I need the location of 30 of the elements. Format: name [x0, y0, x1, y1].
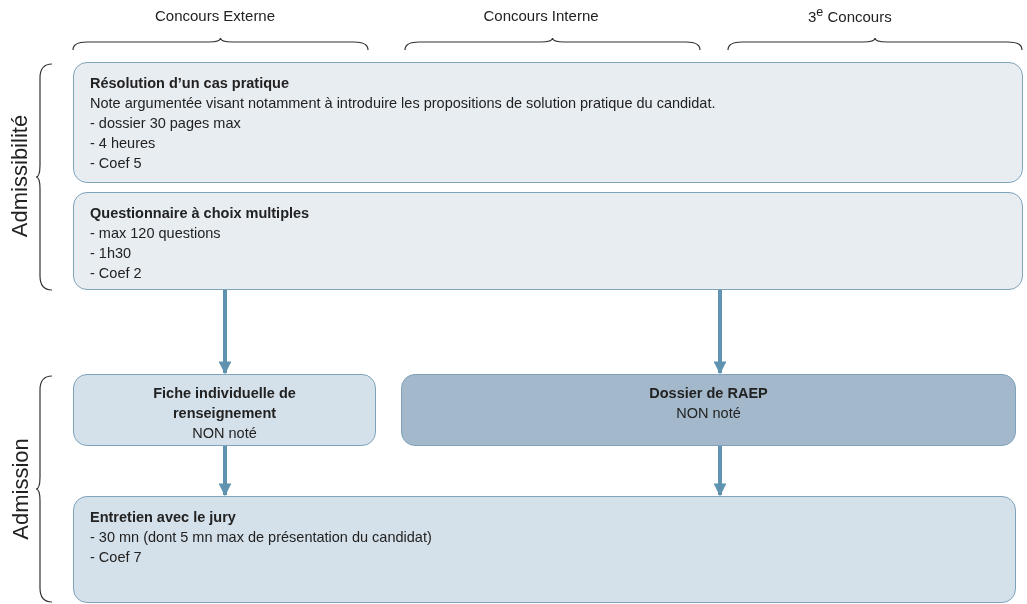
row-label: Admission: [7, 438, 34, 540]
box-text: - max 120 questions: [90, 224, 222, 243]
stage-box: [73, 62, 1023, 183]
box-heading: Dossier de RAEP: [649, 384, 768, 403]
row-label: Admissibilité: [7, 114, 34, 238]
column-header: Concours Interne: [483, 6, 599, 24]
box-heading: Fiche individuelle de renseignement: [152, 384, 297, 423]
stage-box: [73, 496, 1016, 603]
box-text: - 30 mn (dont 5 mn max de présentation du candidat): [90, 528, 433, 547]
arrow: [713, 290, 727, 375]
stage-box: [401, 374, 1016, 446]
arrow: [218, 446, 232, 497]
column-header: 3$^{e}$ Concours: [808, 5, 892, 25]
column-header: Concours Externe: [155, 6, 276, 24]
arrow: [218, 290, 232, 375]
box-text: - Coef 2: [90, 264, 143, 283]
box-text: - Coef 5: [90, 154, 143, 173]
box-text: NON noté: [192, 424, 257, 443]
box-text: - 1h30: [90, 244, 133, 263]
box-text: Note argumentée visant notamment à introduire les propositions de solution pratique du candidat.: [90, 94, 717, 113]
arrow: [713, 446, 727, 497]
box-heading: Entretien avec le jury: [90, 508, 237, 527]
box-text: - Coef 7: [90, 548, 143, 567]
box-text: NON noté: [676, 404, 741, 423]
stage-box: [73, 374, 376, 446]
box-heading: Résolution d’un cas pratique: [90, 74, 290, 93]
box-heading: Questionnaire à choix multiples: [90, 204, 311, 223]
stage-box: [73, 192, 1023, 290]
box-text: - dossier 30 pages max: [90, 114, 242, 133]
box-text: - 4 heures: [90, 134, 157, 153]
